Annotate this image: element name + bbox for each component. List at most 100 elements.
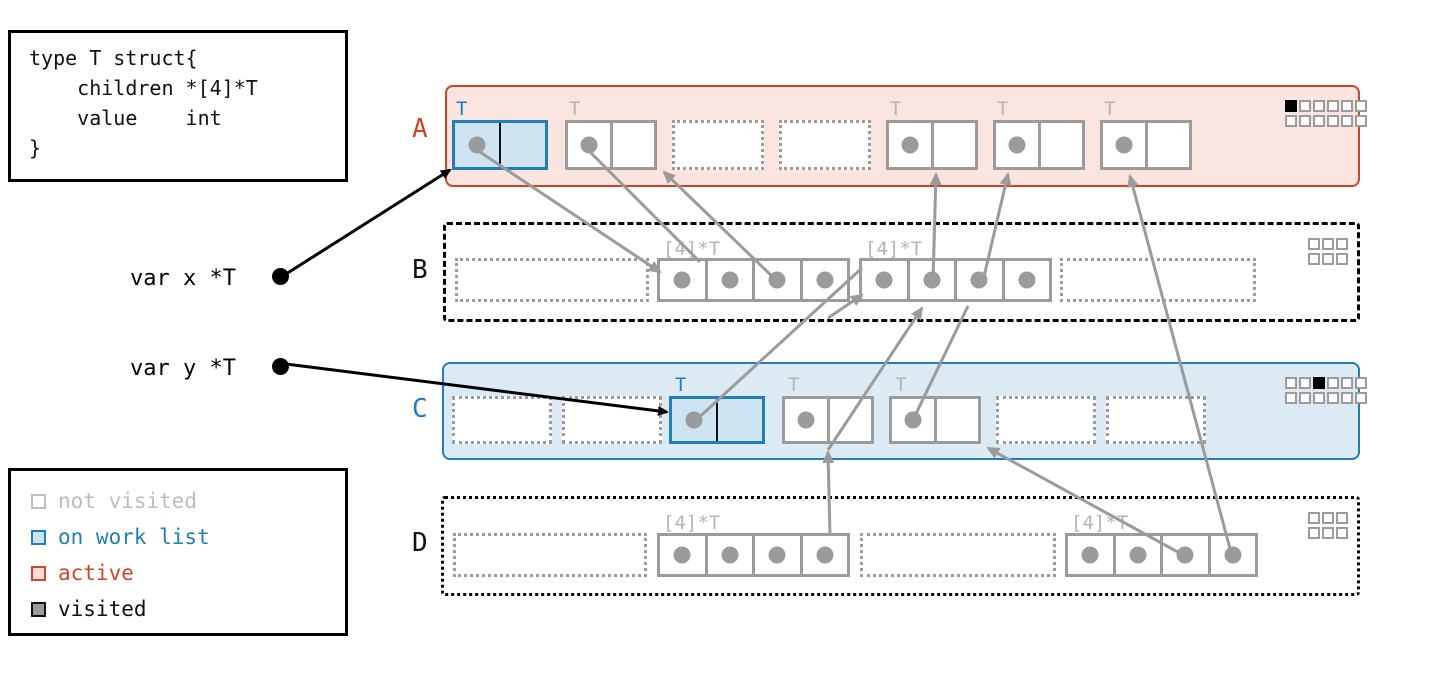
type-declaration-code: type T struct{ children *[4]*T value int… [29,46,258,160]
pointer-dot-icon [1081,546,1099,564]
type-label-d-3: [4]*T [1071,512,1129,534]
object-value-cell [499,123,545,167]
bitmap-row [1308,253,1348,265]
bitmap-bit [1322,512,1334,524]
legend-item-active: active [31,555,345,591]
array-cell [660,261,705,299]
array-cell [1160,536,1208,574]
bitmap-bit [1355,100,1367,112]
object-value-cell [930,123,976,167]
pointer-dot-icon [673,546,691,564]
object-pointer-cell [892,399,934,441]
bitmap-bit [1355,115,1367,127]
not-visited-swatch-icon [31,493,46,509]
object-value-cell [1037,123,1083,167]
span-c-bitmap [1285,377,1367,404]
bitmap-bit [1308,238,1320,250]
on-work-list-swatch-icon [31,529,46,545]
array-cell [660,536,705,574]
legend-label: visited [58,597,147,621]
object-pointer-cell [455,123,499,167]
array-cell [954,261,1002,299]
bitmap-bit [1299,115,1311,127]
bitmap-row [1285,377,1367,389]
object-value-cell [1144,123,1190,167]
legend-label: on work list [58,525,210,549]
array-cell [752,536,800,574]
array-cell [752,261,800,299]
array-cell [1207,536,1256,574]
pointer-dot-icon [1115,136,1133,154]
legend-item-not-visited: not visited [31,483,345,519]
object-value-cell [609,123,655,167]
bitmap-bit [1327,115,1339,127]
bitmap-bit [1308,512,1320,524]
variable-x-label: var x *T [130,266,236,291]
bitmap-bit [1355,392,1367,404]
array-cell [862,261,907,299]
span-a-object-5[interactable] [993,120,1085,170]
object-pointer-cell [672,399,716,441]
span-c-free-slot-1 [562,396,662,444]
span-d-array-3[interactable] [1065,533,1258,577]
span-a-object-6[interactable] [1100,120,1192,170]
bitmap-row [1308,512,1348,524]
span-label-b: B [412,255,428,285]
array-cell [906,261,955,299]
span-a-object-4[interactable] [886,120,978,170]
bitmap-bit [1341,115,1353,127]
bitmap-bit [1327,377,1339,389]
span-b-array-1[interactable] [657,258,850,302]
bitmap-bit [1308,527,1320,539]
pointer-dot-icon [797,411,815,429]
span-b-free-slot-3 [1060,258,1256,302]
span-c-free-slot-5 [996,396,1096,444]
object-pointer-cell [1103,123,1145,167]
span-c-object-4[interactable] [889,396,981,444]
bitmap-bit [1308,253,1320,265]
bitmap-bit [1299,377,1311,389]
type-label-a-0: T [456,98,468,120]
span-a-free-slot-3 [779,120,871,170]
pointer-dot-icon [923,271,941,289]
array-cell [704,261,753,299]
pointer-dot-icon [816,546,834,564]
pointer-dot-icon [904,411,922,429]
legend-label: active [58,561,134,585]
span-d-array-1[interactable] [657,533,850,577]
pointer-dot-icon [685,411,703,429]
span-c-object-3[interactable] [782,396,874,444]
bitmap-bit [1285,392,1297,404]
type-label-c-4: T [895,374,907,396]
span-a-object-1[interactable] [565,120,657,170]
object-pointer-cell [996,123,1038,167]
span-d-free-slot-2 [860,533,1056,577]
span-b-free-slot-0 [455,258,649,302]
type-label-d-1: [4]*T [663,512,721,534]
type-label-a-1: T [569,98,581,120]
object-pointer-cell [889,123,931,167]
bitmap-bit [1327,100,1339,112]
bitmap-bit [1341,100,1353,112]
span-c-object-2[interactable] [669,396,765,444]
span-a-object-0[interactable] [452,120,548,170]
span-d-bitmap [1308,512,1348,539]
bitmap-row [1285,100,1367,112]
pointer-dot-icon [721,271,739,289]
bitmap-bit [1299,100,1311,112]
type-declaration-box: type T struct{ children *[4]*T value int… [8,30,348,182]
array-cell [799,261,848,299]
span-a-bitmap [1285,100,1367,127]
bitmap-bit [1322,253,1334,265]
bitmap-bit [1285,377,1297,389]
type-label-c-3: T [788,374,800,396]
array-cell [1112,536,1161,574]
pointer-dot-icon [970,271,988,289]
pointer-dot-icon [901,136,919,154]
pointer-dot-icon [721,546,739,564]
legend-box: not visited on work list active visited [8,468,348,636]
pointer-dot-icon [580,136,598,154]
pointer-dot-icon [1129,546,1147,564]
span-b-array-2[interactable] [859,258,1052,302]
span-label-c: C [412,394,428,424]
